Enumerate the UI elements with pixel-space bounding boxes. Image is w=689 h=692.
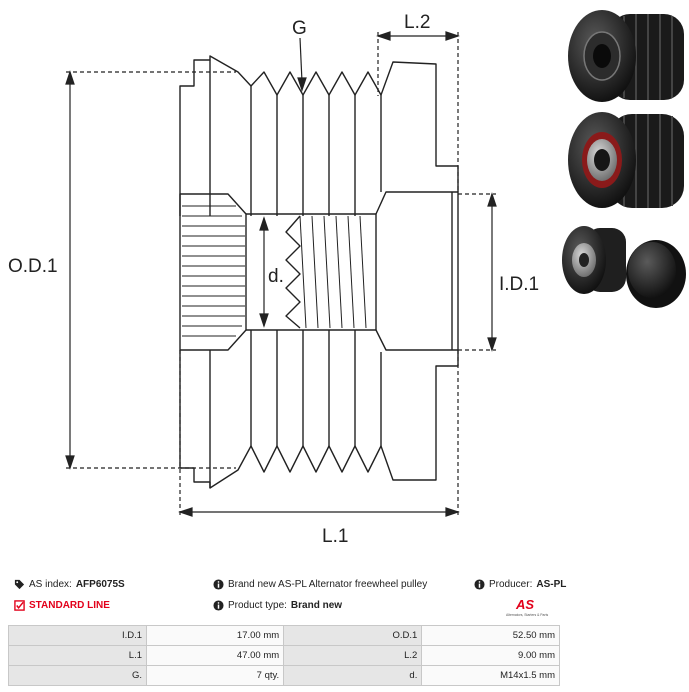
logo-tagline: Alternators, Starters & Parts xyxy=(506,613,549,617)
spec-value: 17.00 mm xyxy=(145,625,285,646)
logo-text: AS xyxy=(515,597,534,612)
as-index-label: AS index: xyxy=(29,579,72,590)
spec-value: 52.50 mm xyxy=(421,625,560,646)
standard-line-row: STANDARD LINE xyxy=(14,600,110,611)
as-index-row: AS index: AFP6075S xyxy=(14,579,125,590)
spline-lines xyxy=(182,205,245,337)
info-icon xyxy=(474,579,485,590)
product-type-label: Product type: xyxy=(228,600,287,611)
spec-value: M14x1.5 mm xyxy=(421,665,560,686)
product-type-row: Product type: Brand new xyxy=(213,600,342,611)
producer-label: Producer: xyxy=(489,579,533,590)
spec-label: d. xyxy=(283,665,423,686)
producer-row: Producer: AS-PL xyxy=(474,579,566,590)
product-description: Brand new AS-PL Alternator freewheel pul… xyxy=(228,579,428,590)
tag-icon xyxy=(14,579,25,590)
technical-drawing: G L.2 O.D.1 I.D.1 d. L.1 xyxy=(8,12,539,547)
label-id1: I.D.1 xyxy=(499,274,539,295)
product-type-value: Brand new xyxy=(290,600,343,611)
checkbox-icon xyxy=(14,600,25,611)
label-od1: O.D.1 xyxy=(8,256,58,277)
producer-value: AS-PL xyxy=(536,579,567,590)
front-hub xyxy=(375,191,459,351)
spec-label: O.D.1 xyxy=(283,625,423,646)
table-row: G. 7 qty. d. M14x1.5 mm xyxy=(8,665,560,686)
info-icon xyxy=(213,579,224,590)
info-icon xyxy=(213,600,224,611)
spec-table: I.D.1 17.00 mm O.D.1 52.50 mm L.1 47.00 … xyxy=(8,625,560,686)
label-g: G xyxy=(292,18,307,39)
label-d: d. xyxy=(268,266,284,287)
spec-value: 9.00 mm xyxy=(421,645,560,666)
thread-lines xyxy=(299,215,367,329)
spec-value: 47.00 mm xyxy=(145,645,285,666)
pulley-outline-bottom xyxy=(179,350,459,489)
spec-label: L.1 xyxy=(8,645,147,666)
as-index-value: AFP6075S xyxy=(75,579,125,590)
spec-label: L.2 xyxy=(283,645,423,666)
pulley-photo-with-cap xyxy=(562,226,686,308)
label-l2: L.2 xyxy=(404,12,430,33)
label-l1: L.1 xyxy=(322,526,348,547)
spec-label: I.D.1 xyxy=(8,625,147,646)
as-pl-logo: AS Alternators, Starters & Parts xyxy=(506,597,549,617)
spec-label: G. xyxy=(8,665,147,686)
table-row: L.1 47.00 mm L.2 9.00 mm xyxy=(8,645,560,666)
description-row: Brand new AS-PL Alternator freewheel pul… xyxy=(213,579,427,590)
product-photos xyxy=(562,10,686,308)
pulley-photo-front xyxy=(568,10,684,102)
standard-line-label: STANDARD LINE xyxy=(29,600,110,611)
thread-zigzag xyxy=(285,215,301,329)
groove-lines xyxy=(209,60,382,488)
bore xyxy=(246,213,377,331)
splined-hub xyxy=(179,193,247,351)
spec-value: 7 qty. xyxy=(145,665,285,686)
pulley-photo-rear xyxy=(568,112,684,208)
table-row: I.D.1 17.00 mm O.D.1 52.50 mm xyxy=(8,625,560,646)
